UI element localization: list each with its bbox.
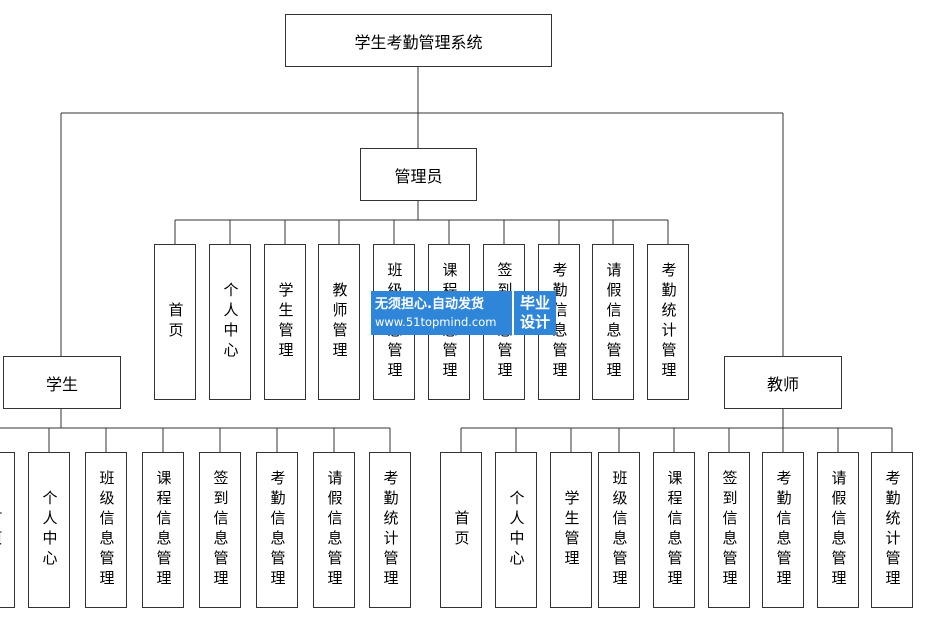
teacher-child-label: 学生管理 xyxy=(562,490,581,570)
teacher-node: 教师 xyxy=(724,356,842,409)
admin-child-node: 请假信息管理 xyxy=(592,244,634,400)
student-child-label: 个人中心 xyxy=(40,490,59,570)
teacher-child-node: 班级信息管理 xyxy=(598,452,640,608)
admin-child-label: 教师管理 xyxy=(330,282,349,362)
admin-node: 管理员 xyxy=(360,148,477,201)
student-child-label: 考勤统计管理 xyxy=(381,470,400,590)
watermark-logo: 无须担心.自动发货 www.51topmind.com 毕业 设计 xyxy=(371,291,556,335)
student-child-node: 签到信息管理 xyxy=(199,452,241,608)
student-child-node: 考勤信息管理 xyxy=(256,452,298,608)
watermark-badge-line2: 设计 xyxy=(519,313,550,331)
admin-child-node: 个人中心 xyxy=(209,244,251,400)
student-child-node: 首页 xyxy=(0,452,15,608)
teacher-child-node: 课程信息管理 xyxy=(653,452,695,608)
admin-child-node: 学生管理 xyxy=(264,244,306,400)
teacher-child-label: 课程信息管理 xyxy=(665,470,684,590)
root-label: 学生考勤管理系统 xyxy=(354,32,483,52)
teacher-child-label: 班级信息管理 xyxy=(610,470,629,590)
student-child-label: 考勤信息管理 xyxy=(268,470,287,590)
teacher-child-node: 个人中心 xyxy=(495,452,537,608)
teacher-child-label: 考勤信息管理 xyxy=(774,470,793,590)
admin-child-label: 请假信息管理 xyxy=(604,262,623,382)
student-child-label: 签到信息管理 xyxy=(211,470,230,590)
teacher-child-label: 考勤统计管理 xyxy=(883,470,902,590)
admin-child-label: 个人中心 xyxy=(221,282,240,362)
admin-child-label: 考勤统计管理 xyxy=(659,262,678,382)
teacher-label: 教师 xyxy=(766,374,799,394)
student-child-label: 请假信息管理 xyxy=(325,470,344,590)
student-child-label: 班级信息管理 xyxy=(97,470,116,590)
teacher-child-node: 学生管理 xyxy=(550,452,592,608)
admin-child-node: 教师管理 xyxy=(318,244,360,400)
teacher-child-node: 首页 xyxy=(440,452,482,608)
admin-child-label: 首页 xyxy=(166,302,185,342)
watermark-line1: 无须担心.自动发货 xyxy=(375,297,484,312)
teacher-child-node: 请假信息管理 xyxy=(817,452,859,608)
watermark-badge: 毕业 设计 xyxy=(512,291,556,335)
watermark-line2: www.51topmind.com xyxy=(375,315,497,329)
watermark-badge-line1: 毕业 xyxy=(519,294,550,312)
admin-child-label: 学生管理 xyxy=(276,282,295,362)
teacher-child-label: 个人中心 xyxy=(507,490,526,570)
student-node: 学生 xyxy=(3,356,121,409)
teacher-child-label: 请假信息管理 xyxy=(829,470,848,590)
teacher-child-node: 签到信息管理 xyxy=(708,452,750,608)
student-child-node: 请假信息管理 xyxy=(313,452,355,608)
admin-child-node: 首页 xyxy=(154,244,196,400)
teacher-child-node: 考勤信息管理 xyxy=(762,452,804,608)
admin-child-node: 考勤统计管理 xyxy=(647,244,689,400)
admin-label: 管理员 xyxy=(394,166,443,186)
student-child-node: 课程信息管理 xyxy=(142,452,184,608)
teacher-child-label: 签到信息管理 xyxy=(720,470,739,590)
student-child-node: 个人中心 xyxy=(28,452,70,608)
student-label: 学生 xyxy=(45,374,78,394)
teacher-child-label: 首页 xyxy=(452,510,471,550)
teacher-child-node: 考勤统计管理 xyxy=(871,452,913,608)
student-child-node: 考勤统计管理 xyxy=(369,452,411,608)
student-child-node: 班级信息管理 xyxy=(85,452,127,608)
student-child-label: 课程信息管理 xyxy=(154,470,173,590)
watermark-text: 无须担心.自动发货 www.51topmind.com xyxy=(371,291,512,335)
root-node: 学生考勤管理系统 xyxy=(285,14,552,67)
student-child-label: 首页 xyxy=(0,510,4,550)
